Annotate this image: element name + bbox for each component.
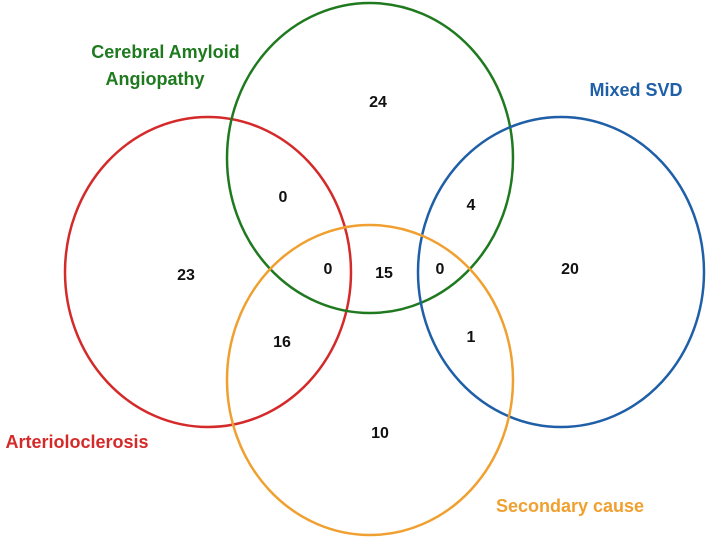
mixed-svd-label: Mixed SVD <box>589 80 682 100</box>
mixed-svd-circle <box>416 115 706 429</box>
count-caa-secondary: 15 <box>375 265 393 282</box>
secondary-cause-circle <box>225 223 515 537</box>
count-caa-mixed-secondary: 0 <box>436 261 445 278</box>
arteriolosclerosis-circle <box>63 115 353 429</box>
count-caa-mixed: 4 <box>467 197 476 214</box>
count-arterio-caa-secondary: 0 <box>324 261 333 278</box>
count-secondary-only: 10 <box>371 425 389 442</box>
caa-label-line2: Angiopathy <box>106 69 205 89</box>
count-caa-only: 24 <box>369 94 387 111</box>
cerebral-amyloid-angiopathy-circle <box>225 1 515 315</box>
count-arterio-only: 23 <box>177 267 195 284</box>
caa-label-line1: Cerebral Amyloid <box>91 42 239 62</box>
arteriolosclerosis-label: Arteriolocleros​is <box>5 432 148 452</box>
count-mixed-only: 20 <box>561 261 579 278</box>
secondary-cause-label: Secondary cause <box>496 496 644 516</box>
count-mixed-secondary: 1 <box>467 329 476 346</box>
caa-label: Cerebral Amyloid Angiopathy <box>91 42 244 89</box>
count-arterio-caa: 0 <box>279 189 288 206</box>
count-arterio-secondary: 16 <box>273 334 291 351</box>
